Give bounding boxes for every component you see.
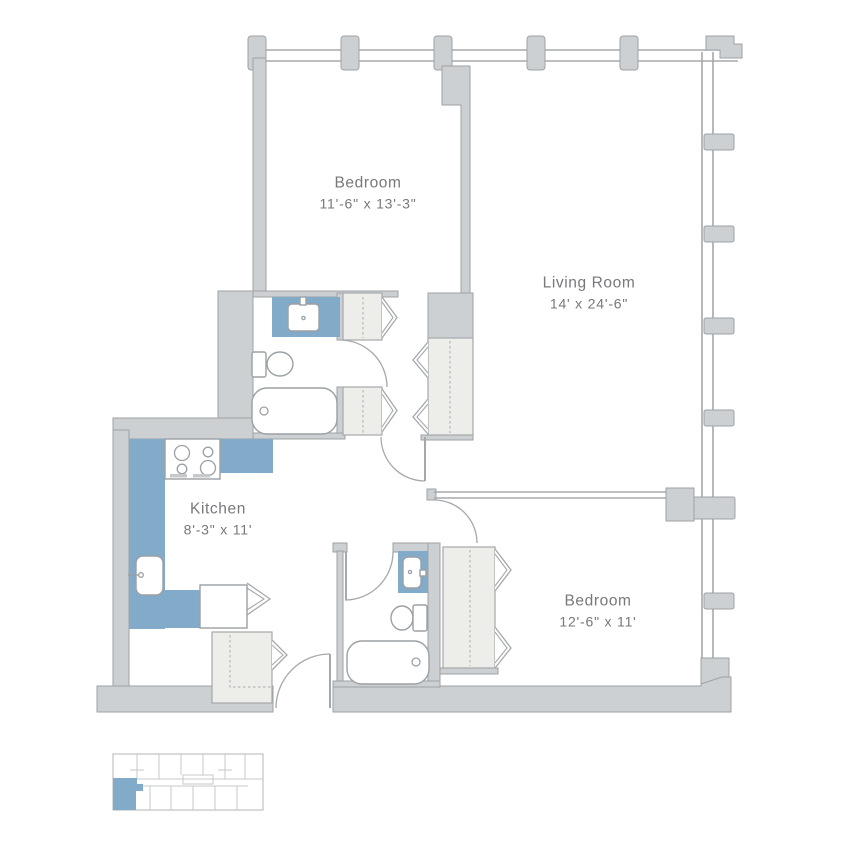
stove	[164, 438, 221, 480]
room-label-kitchen: Kitchen 8'-3" x 11'	[184, 501, 253, 538]
door-swings	[275, 339, 478, 709]
room-label-bedroom-2: Bedroom 12'-6" x 11'	[559, 593, 636, 630]
room-dimensions: 14' x 24'-6"	[549, 295, 629, 312]
bedroom2-closet	[442, 546, 496, 669]
kitchen-fixtures	[128, 438, 273, 629]
bifold-door-icon	[412, 398, 429, 435]
room-name: Living Room	[542, 274, 636, 292]
bathroom2-west-wall	[336, 550, 344, 687]
bifold-door-icon	[246, 582, 272, 616]
tub-drain	[411, 657, 421, 667]
hall-closet-south-wall	[420, 434, 474, 441]
toilet-tank	[412, 604, 428, 632]
kitchen-sink	[135, 555, 164, 596]
toilet-tank	[251, 351, 267, 378]
bathroom1-west-wall	[217, 290, 254, 426]
toilet-bowl	[266, 351, 294, 377]
kitchen-west-wall	[112, 429, 130, 693]
window-curtain-wall	[252, 49, 738, 686]
bifold-door-icon	[494, 626, 512, 669]
foyer-closet	[211, 631, 273, 704]
stove-controls	[193, 474, 210, 478]
stove-controls	[170, 474, 187, 478]
burner-icon	[176, 463, 188, 475]
bedroom2-closet-south-wall	[439, 667, 499, 675]
kitchen-counter-return	[165, 590, 200, 628]
entry-door-arc	[275, 653, 331, 709]
south-wall-right	[332, 676, 732, 713]
bedroom1-living-divider	[441, 65, 471, 299]
burner-icon	[202, 446, 214, 458]
room-dimensions: 12'-6" x 11'	[559, 613, 637, 630]
bedroom2-north-wall-block	[665, 487, 695, 522]
bathroom1-door-arc	[339, 339, 388, 388]
bathroom-2	[346, 551, 430, 685]
toilet-bowl	[390, 605, 414, 631]
bifold-door-icon	[412, 341, 429, 379]
bathtub	[346, 640, 430, 685]
room-name: Kitchen	[190, 500, 246, 518]
burner-icon	[173, 444, 191, 462]
hall-closet-block	[427, 292, 474, 339]
corner-column	[705, 35, 743, 59]
bifold-door-icon	[381, 388, 398, 433]
bedroom2-door-arc	[433, 499, 478, 544]
faucet-icon	[299, 296, 307, 306]
bifold-door-icon	[381, 296, 398, 339]
bifold-doors	[246, 296, 512, 671]
vanity-sink	[287, 303, 320, 332]
room-name: Bedroom	[564, 592, 632, 610]
bathroom-1	[251, 296, 340, 435]
kitchen-counter-left	[129, 439, 165, 629]
key-plan	[112, 753, 264, 811]
living-bedroom2-wall-cap	[426, 488, 437, 501]
bathroom1-east-wall-lower	[336, 386, 344, 438]
bathroom2-east-wall	[427, 542, 441, 687]
room-label-bedroom-1: Bedroom 11'-6" x 13'-3"	[319, 175, 416, 212]
bedroom1-west-wall	[252, 57, 267, 296]
key-plan-highlight-unit	[113, 778, 143, 810]
room-label-living-room: Living Room 14' x 24'-6"	[543, 275, 636, 312]
tub-drain	[259, 406, 269, 416]
bifold-door-icon	[271, 639, 288, 671]
dishwasher-cabinet	[199, 584, 248, 629]
faucet-icon	[419, 569, 427, 577]
room-dimensions: 11'-6" x 13'-3"	[319, 195, 417, 212]
bathtub	[251, 387, 338, 435]
bifold-door-icon	[494, 548, 512, 592]
kitchen-north-step-wall	[112, 417, 254, 440]
room-name: Bedroom	[334, 174, 402, 192]
bathroom2-door-arc	[344, 551, 394, 601]
hallway-door-arc	[380, 436, 426, 482]
room-dimensions: 8'-3" x 11'	[183, 521, 253, 538]
